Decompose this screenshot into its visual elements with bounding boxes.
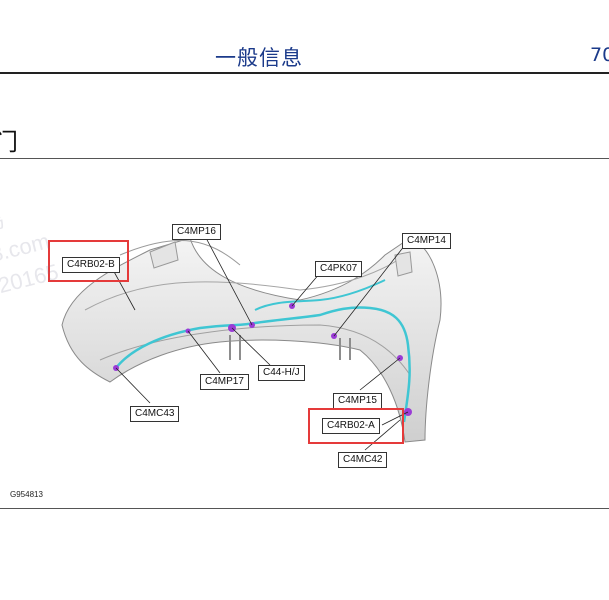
figure-id: G954813 (10, 490, 43, 499)
callout-c4mp17: C4MP17 (200, 374, 249, 390)
callout-c4mp16: C4MP16 (172, 224, 221, 240)
section-heading: 门 (0, 128, 18, 156)
callout-c44-h-j: C44-H/J (258, 365, 305, 381)
figure-bottom-rule (0, 508, 609, 509)
bumper-illustration (61, 235, 442, 451)
callout-c4rb02-b: C4RB02-B (62, 257, 120, 273)
bumper-body (61, 237, 442, 443)
highlight-box-c4rb02-a (308, 408, 404, 444)
page-number: 70 (590, 44, 609, 66)
callout-c4mc43: C4MC43 (130, 406, 180, 422)
page-header-title: 一般信息 (215, 46, 303, 70)
header-rule (0, 72, 609, 74)
highlight-box-c4rb02-b (48, 240, 129, 282)
callout-c4rb02-a: C4RB02-A (322, 418, 380, 434)
callout-c4mp15: C4MP15 (333, 393, 382, 409)
section-rule (0, 158, 609, 159)
callout-c4mc42: C4MC42 (338, 452, 388, 468)
bumper-wiring-figure: C4RB02-B C4MP16 C4PK07 C4MP14 C4MP17 C44… (0, 160, 609, 508)
wiring-harness (115, 306, 411, 423)
callout-c4mp14: C4MP14 (402, 233, 451, 249)
callout-c4pk07: C4PK07 (315, 261, 363, 277)
